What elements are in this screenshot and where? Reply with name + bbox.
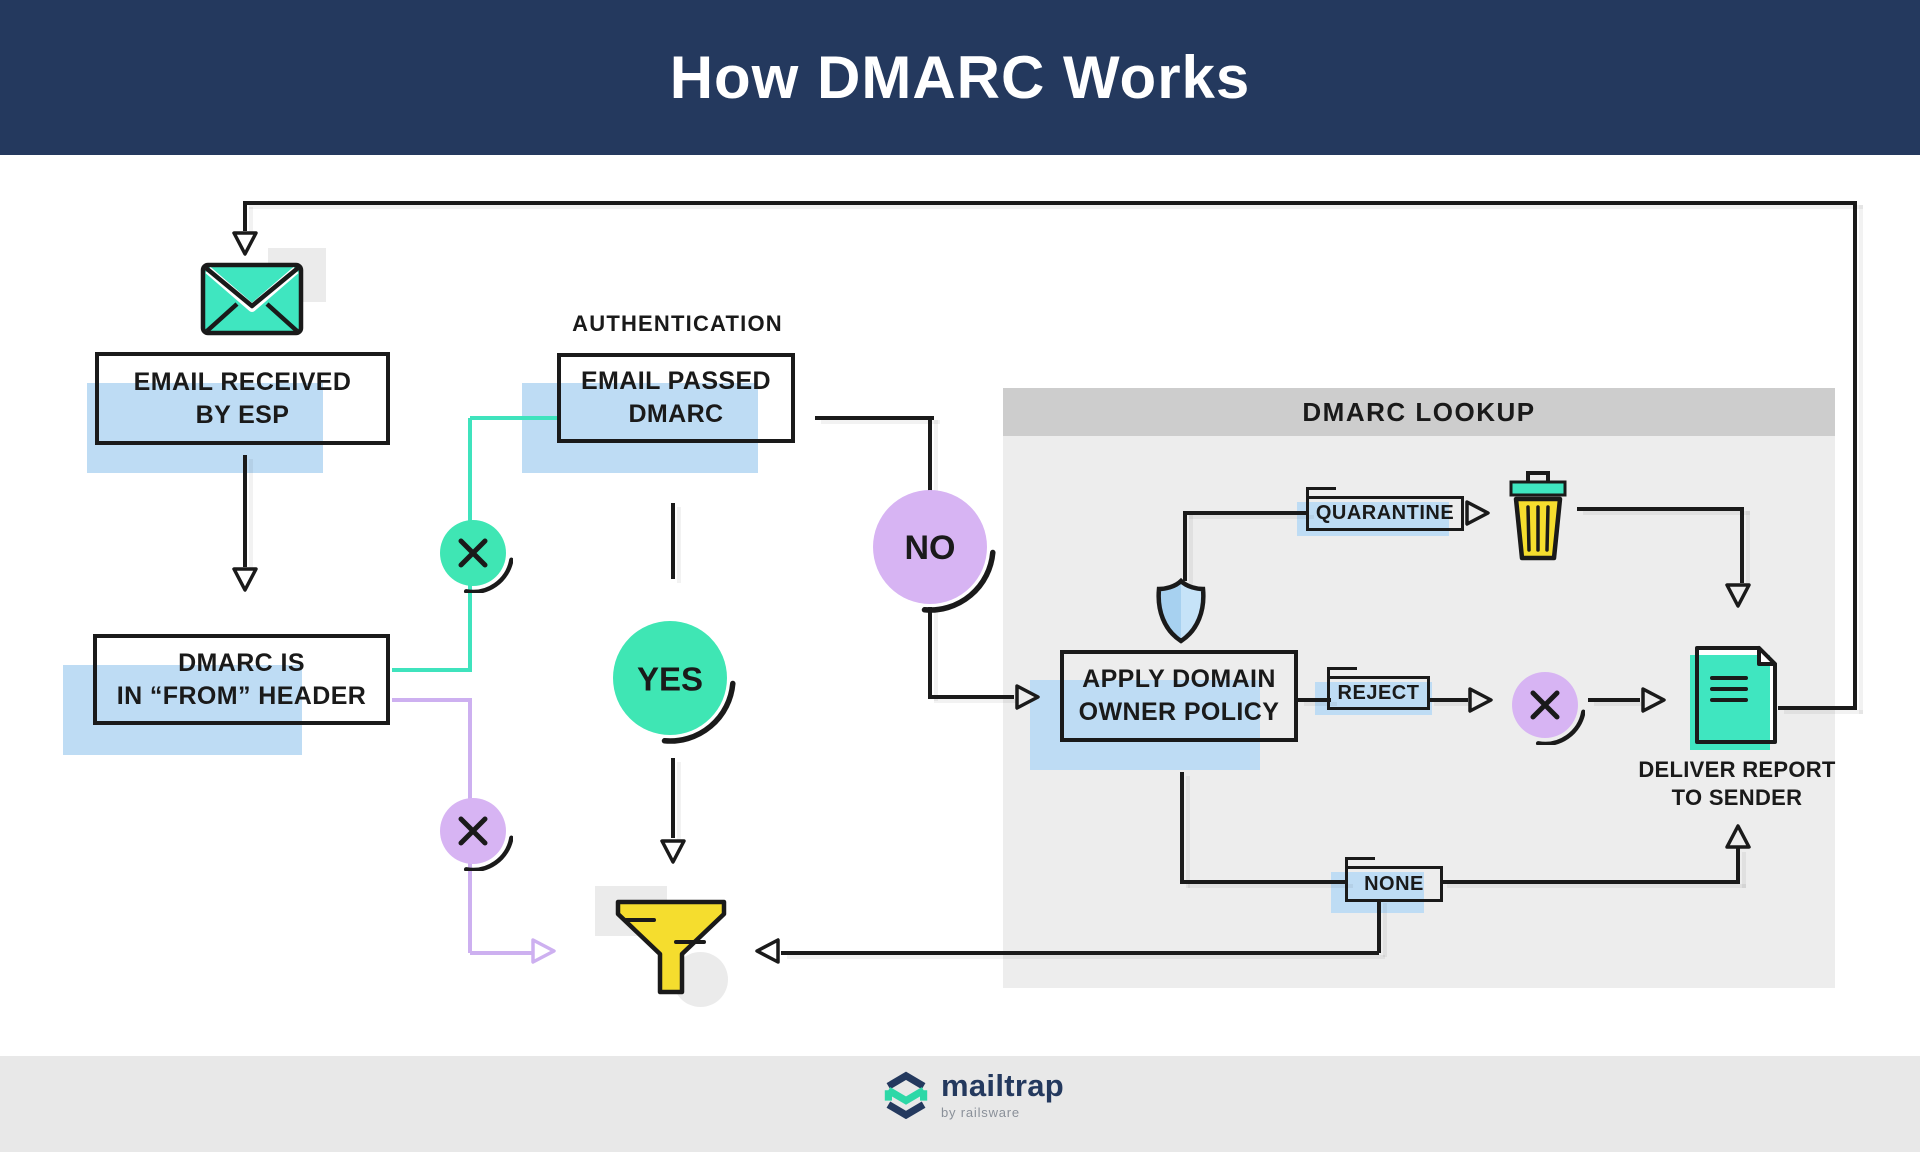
arrowhead-trash-report <box>1723 580 1753 610</box>
connector-no-to-panel <box>928 695 1014 699</box>
x-mark-icon-teal <box>440 520 513 593</box>
arrowhead-none-funnel <box>753 936 783 966</box>
connector-to-reject <box>1298 698 1331 702</box>
brand-name: mailtrap <box>941 1068 1064 1103</box>
connector-passed-to-no-v <box>928 416 932 491</box>
brand-byline: by railsware <box>941 1105 1020 1120</box>
yes-decision-circle: YES <box>613 621 736 744</box>
none-label: NONE <box>1345 857 1443 902</box>
connector-to-none <box>1182 880 1347 884</box>
authentication-label: AUTHENTICATION <box>572 311 783 336</box>
arrowhead-x-report <box>1638 685 1668 715</box>
yes-text: YES <box>637 661 703 698</box>
connector-teal-stub <box>392 668 472 672</box>
no-text: NO <box>905 529 956 567</box>
reject-label: REJECT <box>1327 667 1430 710</box>
connector-feedback-right <box>1853 201 1857 710</box>
trash-icon <box>1509 471 1567 561</box>
connector-into-envelope <box>243 203 247 231</box>
connector-none-down <box>1377 899 1381 953</box>
connector-x-to-report <box>1588 698 1640 702</box>
mailtrap-logo-icon <box>884 1071 928 1119</box>
brand-logo: mailtrap by railsware <box>882 1070 1064 1120</box>
x-mark-icon-purple <box>440 798 513 871</box>
connector-trash-down <box>1740 507 1744 583</box>
page-title: How DMARC Works <box>669 44 1251 111</box>
deliver-report-line1: DELIVER REPORT <box>1638 757 1836 782</box>
connector-trash-right <box>1577 507 1744 511</box>
arrowhead-reject-x <box>1465 685 1495 715</box>
highlight-apply-policy <box>1030 680 1260 770</box>
email-received-line1: EMAIL RECEIVED <box>133 367 352 396</box>
connector-to-quarantine <box>1183 511 1308 515</box>
funnel-icon <box>615 899 727 995</box>
arrowhead-quarantine-trash <box>1462 498 1492 528</box>
connector-purple-stub <box>392 698 472 702</box>
highlight-dmarc-header <box>63 665 302 755</box>
connector-reject-out <box>1428 698 1468 702</box>
connector-esp-to-header <box>243 455 247 567</box>
connector-no-down <box>928 607 932 697</box>
email-passed-box: EMAIL PASSED DMARC <box>557 353 795 443</box>
connector-none-to-funnel <box>781 951 1379 955</box>
arrowhead-into-envelope <box>230 228 260 258</box>
arrowhead-no-to-policy <box>1012 682 1042 712</box>
report-document-icon <box>1690 646 1777 750</box>
connector-report-to-feedback <box>1778 706 1857 710</box>
connector-passed-to-no-h <box>815 416 934 420</box>
email-passed-line2: DMARC <box>628 400 724 428</box>
connector-policy-down <box>1180 772 1184 884</box>
quarantine-label: QUARANTINE <box>1306 487 1464 531</box>
connector-teal-to-passed <box>470 416 559 420</box>
arrowhead-none-report <box>1723 822 1753 852</box>
connector-passed-to-yes <box>671 503 675 579</box>
email-passed-line1: EMAIL PASSED <box>580 367 772 395</box>
shield-icon <box>1156 577 1206 644</box>
header-banner: How DMARC Works <box>0 0 1920 155</box>
dmarc-header-box: DMARC IS IN “FROM” HEADER <box>93 634 390 725</box>
dmarc-header-line2: IN “FROM” HEADER <box>116 681 367 710</box>
no-decision-circle: NO <box>873 490 996 613</box>
highlight-email-passed <box>522 383 758 473</box>
email-received-line2: BY ESP <box>195 400 290 429</box>
apply-policy-line1: APPLY DOMAIN <box>1082 665 1276 693</box>
dmarc-lookup-title: DMARC LOOKUP <box>1003 388 1835 436</box>
connector-feedback-top <box>243 201 1857 205</box>
envelope-icon <box>200 262 304 336</box>
connector-none-right <box>1441 880 1740 884</box>
highlight-email-received <box>87 383 323 473</box>
dmarc-header-line1: DMARC IS <box>178 648 305 677</box>
arrowhead-yes-to-funnel <box>658 836 688 866</box>
arrowhead-esp-down <box>230 564 260 594</box>
email-received-box: EMAIL RECEIVED BY ESP <box>95 352 390 445</box>
deliver-report-line2: TO SENDER <box>1671 784 1803 810</box>
footer-band <box>0 1056 1920 1152</box>
x-mark-icon-reject <box>1512 672 1585 745</box>
deliver-report-label: DELIVER REPORT TO SENDER <box>1635 756 1839 811</box>
apply-policy-box: APPLY DOMAIN OWNER POLICY <box>1060 650 1298 742</box>
arrowhead-purple-funnel <box>528 936 558 966</box>
connector-none-up-report <box>1736 848 1740 884</box>
apply-policy-line2: OWNER POLICY <box>1078 698 1280 726</box>
connector-policy-up <box>1183 511 1187 581</box>
connector-purple-to-funnel <box>470 951 534 955</box>
connector-yes-to-funnel <box>671 758 675 838</box>
